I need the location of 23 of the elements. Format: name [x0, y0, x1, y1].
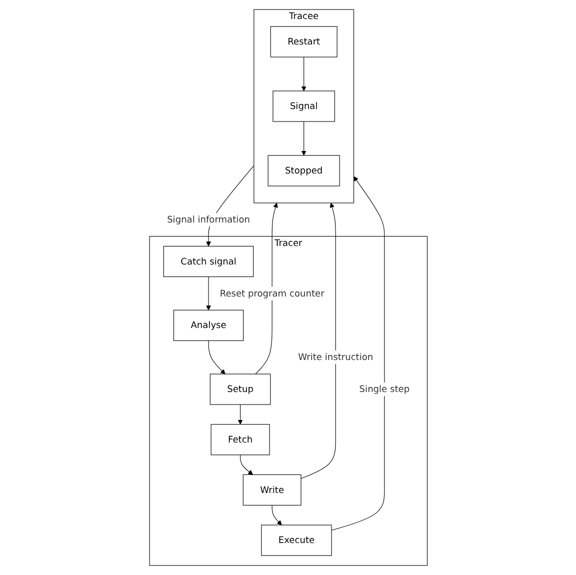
- node-box: Analyse: [173, 310, 244, 341]
- arrow: [271, 504, 282, 526]
- arrow: [237, 404, 242, 425]
- arrow: [300, 121, 306, 156]
- arrow: [254, 202, 278, 374]
- node-box: Setup: [209, 374, 270, 405]
- arrow: [206, 276, 211, 310]
- arrow: [208, 340, 225, 374]
- node-box: Signal: [272, 90, 335, 122]
- arrow: [300, 56, 306, 92]
- node-box: Catch signal: [162, 246, 254, 278]
- arrow: [300, 202, 336, 479]
- arrow: [240, 454, 253, 475]
- node-box: Stopped: [267, 155, 340, 186]
- node-box: Restart: [270, 26, 337, 58]
- edge-label: Write instruction: [298, 352, 373, 362]
- edge-label: Signal information: [166, 214, 250, 225]
- node-box: Execute: [260, 524, 332, 556]
- arrow: [330, 176, 384, 531]
- node-box: Fetch: [210, 424, 270, 456]
- edge-label: Reset program counter: [219, 288, 324, 299]
- node-box: Write: [242, 474, 301, 506]
- edge-label: Single step: [358, 384, 410, 394]
